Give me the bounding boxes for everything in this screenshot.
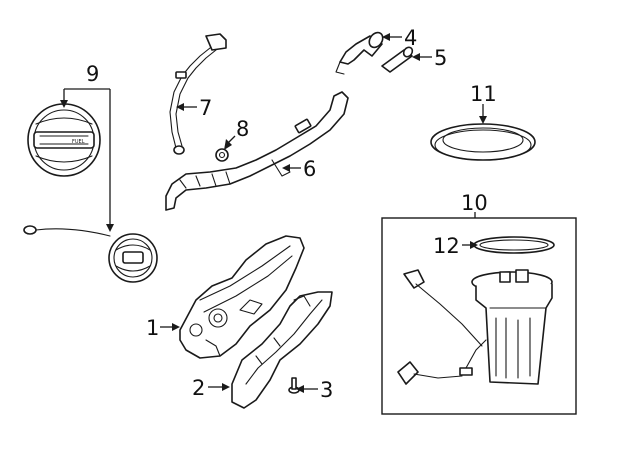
fuel-pump-module-frame (381, 217, 577, 415)
callout-2: 2 (192, 376, 205, 400)
callout-3: 3 (320, 378, 333, 402)
check-valve[interactable] (381, 46, 414, 73)
lock-ring[interactable] (430, 123, 536, 161)
tethered-fuel-cap[interactable] (23, 225, 158, 283)
pump-seal[interactable] (473, 236, 555, 254)
callout-4: 4 (404, 26, 417, 50)
callout-12: 12 (433, 234, 460, 258)
callout-5: 5 (434, 46, 447, 70)
leader-2 (208, 383, 230, 391)
skid-plate[interactable] (231, 291, 333, 409)
leader-6 (282, 164, 301, 172)
filler-neck-elbow[interactable] (335, 30, 386, 75)
callout-1: 1 (146, 316, 159, 340)
leader-12 (462, 241, 478, 249)
callout-11: 11 (470, 82, 497, 106)
filler-tube[interactable] (165, 91, 349, 211)
leader-9 (60, 88, 114, 232)
fuel-tank[interactable] (179, 235, 305, 359)
leader-5 (412, 53, 432, 61)
grommet[interactable] (215, 148, 229, 162)
leader-7 (176, 103, 197, 111)
fuel-cap-marking: FUEL (72, 139, 85, 145)
fuel-pump-module[interactable] (397, 269, 553, 385)
vent-tube[interactable] (169, 33, 227, 155)
leader-8 (224, 135, 236, 150)
callout-8: 8 (236, 117, 249, 141)
leader-3 (296, 385, 318, 393)
callout-7: 7 (199, 96, 212, 120)
leader-1 (160, 323, 180, 331)
leader-4 (382, 33, 402, 41)
leader-11 (479, 104, 487, 124)
callout-10: 10 (461, 191, 488, 215)
callout-6: 6 (303, 157, 316, 181)
bolt[interactable] (288, 377, 300, 394)
fuel-cap[interactable]: FUEL (27, 103, 101, 177)
callout-9: 9 (86, 62, 99, 86)
